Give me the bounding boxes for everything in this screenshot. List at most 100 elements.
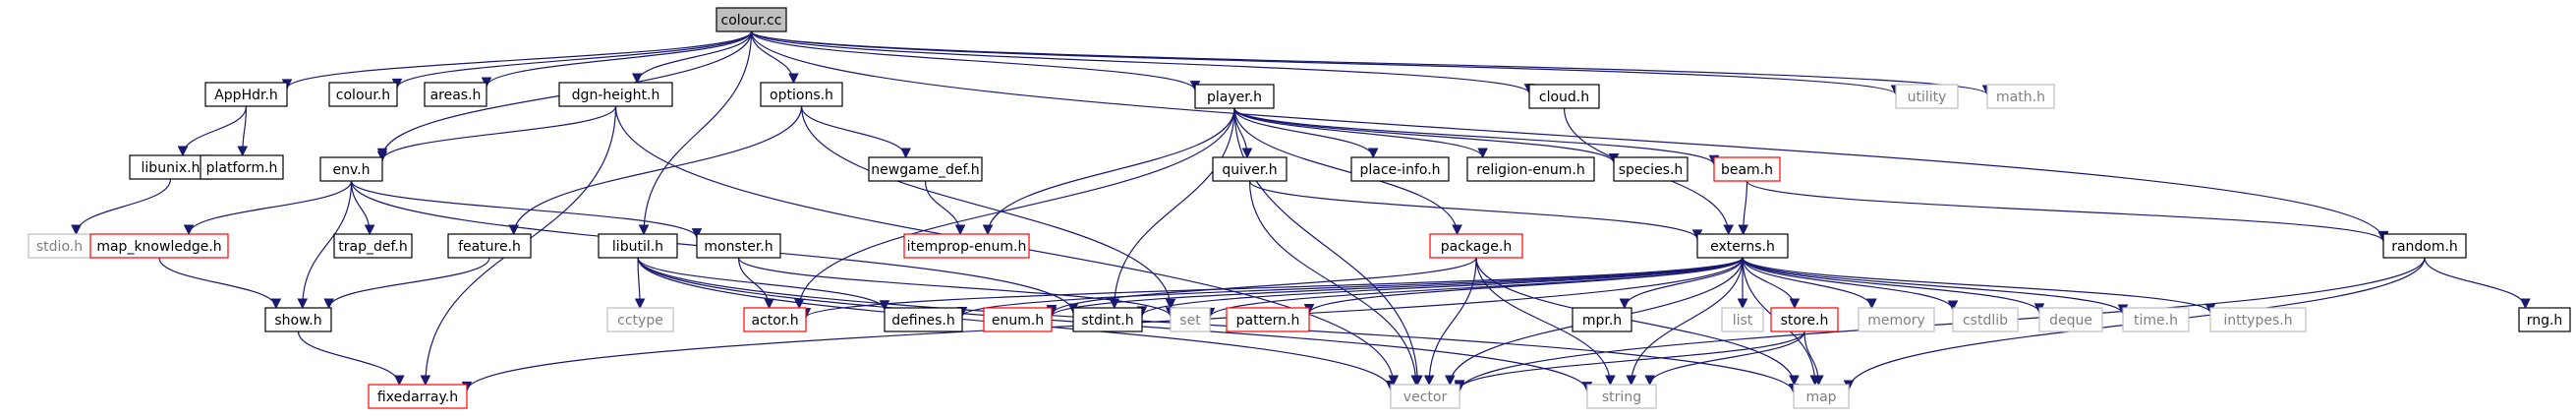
node-box <box>2122 307 2190 332</box>
node-fixedarray[interactable]: fixedarray.h <box>368 384 468 409</box>
arrowhead-package-to-vector <box>1423 375 1435 387</box>
node-mpr[interactable]: mpr.h <box>1572 307 1632 332</box>
edge-store-to-vector <box>1459 330 1805 390</box>
node-box <box>1072 307 1143 332</box>
edge-externs-to-deque <box>1742 257 2040 314</box>
node-box <box>598 233 678 259</box>
node-label: cstdlib <box>1963 313 2008 329</box>
node-cloud[interactable]: cloud.h <box>1528 84 1600 109</box>
node-apphdr[interactable]: AppHdr.h <box>204 82 288 107</box>
node-string: string <box>1586 384 1657 409</box>
node-box <box>1986 84 2055 109</box>
node-label: time.h <box>2134 313 2178 329</box>
node-box <box>1586 384 1657 409</box>
node-label: libunix.h <box>142 160 200 176</box>
arrowhead-options-to-set <box>1165 298 1176 310</box>
node-itemprop[interactable]: itemprop-enum.h <box>903 233 1030 259</box>
arrowhead-newgame_def-to-itemprop <box>954 224 966 236</box>
node-externs[interactable]: externs.h <box>1696 233 1789 259</box>
node-env[interactable]: env.h <box>319 156 383 182</box>
node-beam[interactable]: beam.h <box>1713 156 1781 182</box>
node-dgnheight[interactable]: dgn-height.h <box>558 82 673 107</box>
node-box <box>200 154 284 180</box>
node-feature[interactable]: feature.h <box>447 233 532 259</box>
node-colour-cc[interactable]: colour.cc <box>716 7 787 32</box>
edge-externs-to-enum <box>1051 257 1744 318</box>
node-stdint[interactable]: stdint.h <box>1072 307 1143 332</box>
node-libutil[interactable]: libutil.h <box>598 233 678 259</box>
arrowhead-show-to-fixedarray <box>393 375 405 387</box>
edge-player-to-actor <box>798 107 1235 309</box>
node-cstdlib: cstdlib <box>1952 307 2019 332</box>
edge-feature-to-show <box>328 257 490 309</box>
node-box <box>884 307 963 332</box>
node-label: store.h <box>1781 313 1829 329</box>
node-defines[interactable]: defines.h <box>884 307 963 332</box>
node-trap-def[interactable]: trap_def.h <box>333 233 413 259</box>
node-label: monster.h <box>704 239 773 255</box>
node-enum[interactable]: enum.h <box>983 307 1053 332</box>
node-random[interactable]: random.h <box>2382 233 2467 259</box>
node-label: pattern.h <box>1236 313 1300 329</box>
node-rng[interactable]: rng.h <box>2518 307 2571 332</box>
node-quiver[interactable]: quiver.h <box>1212 156 1288 182</box>
node-monster[interactable]: monster.h <box>696 233 781 259</box>
node-label: colour.h <box>336 88 390 103</box>
node-libunix[interactable]: libunix.h <box>129 154 212 180</box>
node-package[interactable]: package.h <box>1429 233 1523 259</box>
node-box <box>28 233 91 259</box>
node-label: itemprop-enum.h <box>907 239 1027 255</box>
arrowhead-env-to-show <box>297 298 309 310</box>
node-colour-h[interactable]: colour.h <box>328 82 398 107</box>
node-player[interactable]: player.h <box>1194 84 1275 109</box>
edge-libutil-to-defines <box>637 257 886 311</box>
node-actor[interactable]: actor.h <box>743 307 807 332</box>
node-box <box>1713 156 1781 182</box>
arrowhead-map_knowledge-to-show <box>270 298 282 310</box>
node-species[interactable]: species.h <box>1613 156 1689 182</box>
node-label: fixedarray.h <box>377 390 458 405</box>
node-label: utility <box>1908 90 1947 105</box>
edge-player-to-vector <box>1233 107 1418 386</box>
node-box <box>1613 156 1689 182</box>
node-store[interactable]: store.h <box>1770 307 1839 332</box>
node-religionenum[interactable]: religion-enum.h <box>1466 156 1595 182</box>
arrowhead-feature-to-show <box>323 298 334 310</box>
node-map-knowledge[interactable]: map_knowledge.h <box>89 233 229 259</box>
arrowhead-quiver-to-vector <box>1410 375 1422 387</box>
arrowhead-beam-to-externs <box>1738 224 1749 236</box>
node-box <box>716 7 787 32</box>
node-math: math.h <box>1986 84 2055 109</box>
node-box <box>1212 156 1288 182</box>
arrowhead-externs-to-memory <box>1866 298 1877 310</box>
arrowhead-dgnheight-to-env <box>376 150 388 162</box>
node-map: map <box>1793 384 1850 409</box>
arrowhead-externs-to-store <box>1789 298 1801 310</box>
node-options[interactable]: options.h <box>760 82 843 107</box>
node-label: enum.h <box>992 313 1044 329</box>
node-label: trap_def.h <box>338 239 407 255</box>
node-box <box>1170 307 1211 332</box>
node-label: AppHdr.h <box>214 88 278 103</box>
node-label: random.h <box>2391 239 2458 255</box>
edge-externs-to-pattern <box>1308 257 1744 314</box>
edge-options-to-set <box>800 105 1172 309</box>
node-box <box>1895 84 1959 109</box>
edge-player-to-package <box>1233 107 1459 235</box>
arrowhead-player-to-quiver <box>1241 148 1253 159</box>
edge-quiver-to-vector <box>1248 180 1417 386</box>
node-box <box>328 82 398 107</box>
node-placeinfo[interactable]: place-info.h <box>1350 156 1450 182</box>
edge-externs-to-mpr <box>1624 257 1744 309</box>
node-newgame-def[interactable]: newgame_def.h <box>868 156 983 182</box>
node-show[interactable]: show.h <box>264 307 332 332</box>
node-label: externs.h <box>1710 239 1775 255</box>
node-box <box>1466 156 1595 182</box>
node-box <box>1226 307 1310 332</box>
node-pattern[interactable]: pattern.h <box>1226 307 1310 332</box>
edge-externs-to-time <box>1742 257 2124 315</box>
node-platform[interactable]: platform.h <box>200 154 284 180</box>
node-areas[interactable]: areas.h <box>424 82 487 107</box>
node-label: newgame_def.h <box>871 162 979 178</box>
